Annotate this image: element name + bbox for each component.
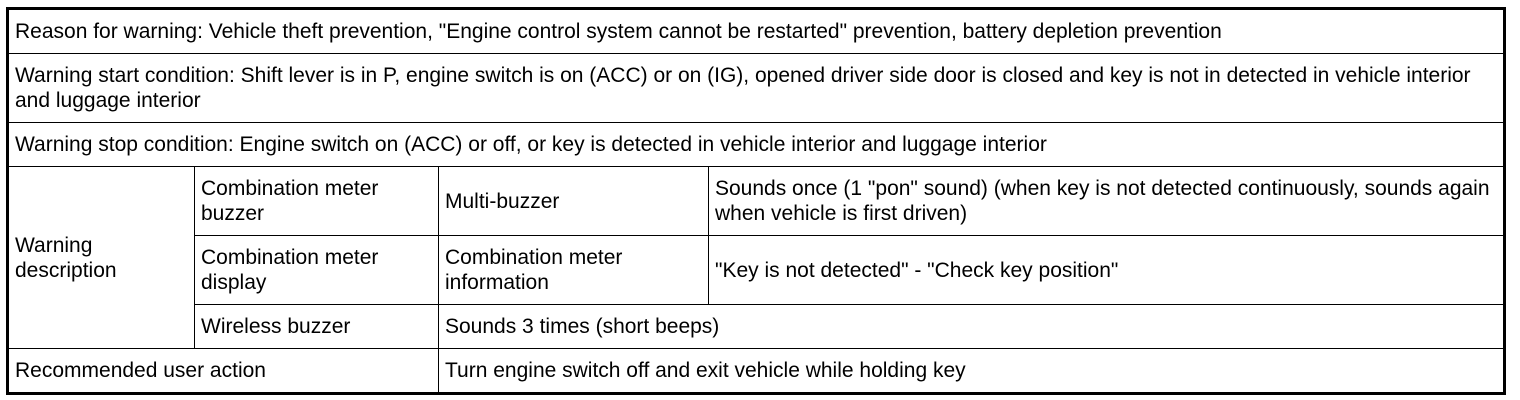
reason-for-warning-cell: Reason for warning: Vehicle theft preven…: [7, 8, 1505, 54]
table-row-wireless-buzzer: Wireless buzzer Sounds 3 times (short be…: [8, 304, 1505, 349]
table-row-stop-condition: Warning stop condition: Engine switch on…: [7, 122, 1505, 167]
type-cell: Combination meter information: [438, 235, 709, 305]
recommended-user-action-value: Turn engine switch off and exit vehicle …: [438, 348, 1505, 394]
table-row-start-condition: Warning start condition: Shift lever is …: [7, 53, 1505, 123]
table-row-meter-display: Combination meter display Combination me…: [8, 235, 1505, 305]
device-cell: Wireless buzzer: [194, 304, 439, 349]
detail-cell: "Key is not detected" - "Check key posit…: [708, 235, 1505, 305]
device-cell: Combination meter buzzer: [194, 166, 439, 236]
warning-description-label: Warning description: [7, 166, 195, 349]
detail-cell: Sounds once (1 "pon" sound) (when key is…: [708, 166, 1505, 236]
table-row-reason: Reason for warning: Vehicle theft preven…: [7, 8, 1505, 54]
type-cell: Multi-buzzer: [438, 166, 709, 236]
warning-stop-condition-cell: Warning stop condition: Engine switch on…: [7, 122, 1505, 167]
recommended-user-action-label: Recommended user action: [7, 348, 439, 394]
table-row-meter-buzzer: Warning description Combination meter bu…: [7, 166, 1505, 349]
warning-spec-sheet: Reason for warning: Vehicle theft preven…: [6, 7, 1506, 395]
device-cell: Combination meter display: [194, 235, 439, 305]
warning-start-condition-cell: Warning start condition: Shift lever is …: [7, 53, 1505, 123]
table-row-user-action: Recommended user action Turn engine swit…: [7, 348, 1505, 394]
detail-cell: Sounds 3 times (short beeps): [438, 304, 1505, 349]
warning-spec-table: Reason for warning: Vehicle theft preven…: [6, 7, 1506, 395]
